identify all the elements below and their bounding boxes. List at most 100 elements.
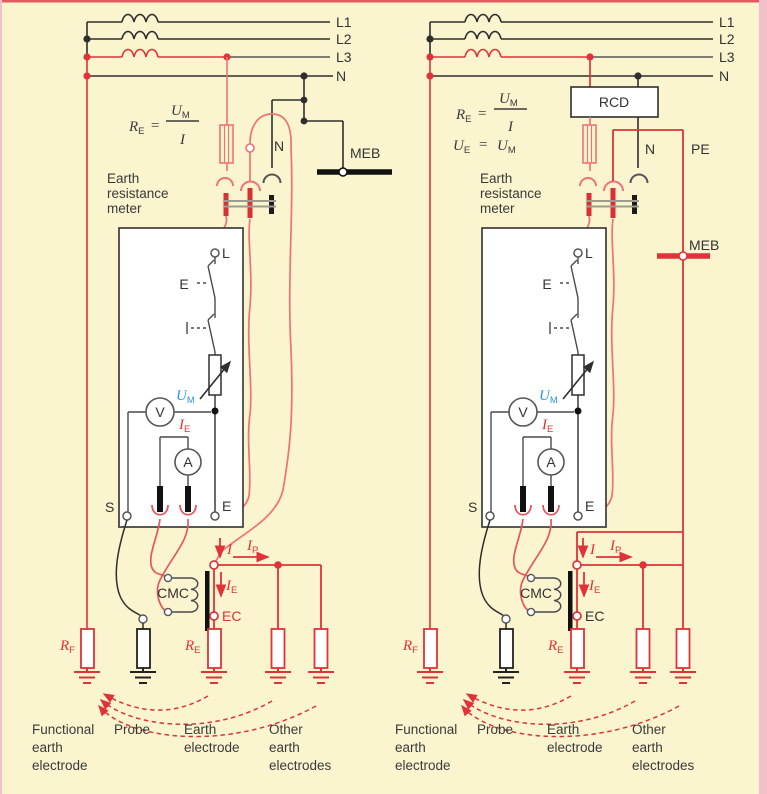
meter-title-line: meter (480, 201, 515, 216)
junction-dot (426, 35, 434, 43)
fuse-branch (579, 117, 624, 192)
cmc-terminal (163, 607, 173, 617)
cmc-coil-icon (190, 577, 199, 613)
meter-internals (127, 257, 216, 512)
l-terminal (210, 248, 220, 258)
e-terminal (210, 511, 220, 521)
cmc-core-bar (205, 571, 210, 631)
ec-terminal (572, 611, 582, 621)
caption-line: electrode (32, 758, 88, 773)
label-l2: L2 (336, 31, 352, 47)
junction-dot (83, 53, 91, 61)
voltmeter-icon (145, 397, 175, 427)
left-edge-strip (0, 0, 2, 794)
cmc-coil-icon (553, 577, 562, 613)
switch-e-label: E (542, 276, 551, 292)
plug-body (224, 200, 276, 208)
formula-ue: UE = UM (453, 137, 516, 156)
clamp-wire (149, 518, 166, 577)
label-n: N (719, 68, 729, 84)
clamp-socket-icon (179, 504, 197, 516)
supply-lines (86, 13, 333, 77)
junction-dot (211, 407, 219, 415)
formula-denominator: I (507, 119, 514, 135)
captions: Functional earth electrode Probe Earth e… (395, 722, 695, 773)
junction-dot (83, 35, 91, 43)
dashed-earth-path (102, 693, 209, 711)
variable-resistor-arrow (562, 360, 595, 400)
um-label: UM (539, 388, 558, 406)
coil-l3 (464, 48, 502, 58)
other-electrode-icon (270, 628, 286, 669)
socket-pe-contact-icon (603, 180, 624, 192)
junction-dot (574, 407, 582, 415)
e-terminal (573, 511, 583, 521)
rcd-label: RCD (599, 94, 629, 110)
other-electrode-icon (675, 628, 691, 669)
meb-terminal (678, 251, 688, 261)
clamp-socket-icon (514, 504, 532, 516)
formula-lhs: RE (455, 107, 472, 125)
caption-line: electrodes (269, 758, 332, 773)
formula-lhs: RE (128, 119, 145, 137)
meter-internals (490, 257, 579, 512)
plug-body (587, 200, 639, 208)
ammeter-label: A (183, 454, 193, 470)
rcd-box (570, 86, 659, 118)
label-l1: L1 (336, 14, 352, 30)
socket-n-label: N (274, 138, 284, 154)
switch-1-icon (207, 259, 216, 299)
plug-pin-phase (223, 193, 229, 216)
voltmeter-icon (508, 397, 538, 427)
switch-1-icon (570, 259, 579, 299)
l-terminal-label: L (222, 245, 230, 261)
meter-title-line: Earth (480, 171, 512, 186)
formula-re: RE = UM I (455, 91, 527, 135)
clamp-plug-pin (157, 486, 163, 512)
left-diagram: L1 L2 L3 N N MEB RE = UM I Earth resista… (32, 13, 392, 773)
ground-icon (670, 668, 696, 684)
pe-conductor (576, 129, 684, 565)
rf-label: RF (59, 638, 75, 656)
ec-label: EC (222, 608, 241, 624)
junction-dot (83, 72, 91, 80)
ammeter-icon (537, 448, 565, 476)
ip-label: IP (246, 538, 258, 556)
socket-neutral-contact-icon (262, 173, 282, 184)
other-electrode-icon (313, 628, 329, 669)
earth-current-paths (98, 693, 317, 738)
cmc-terminal (526, 607, 536, 617)
dashed-earth-path (461, 704, 680, 738)
dashed-earth-path (462, 699, 636, 725)
ie-flow-label: IE (225, 578, 237, 596)
cmc-core-bar (568, 571, 573, 631)
caption-line: earth (632, 740, 663, 755)
meb-label: MEB (350, 145, 380, 161)
junction-dot (274, 561, 282, 569)
rf-label: RF (402, 638, 418, 656)
caption-line: earth (395, 740, 426, 755)
caption-line: earth (32, 740, 63, 755)
coil-l1 (121, 13, 159, 23)
re-label: RE (547, 638, 564, 656)
coil-l2 (464, 30, 502, 40)
caption-line: Earth (184, 722, 216, 737)
meb-label: MEB (689, 237, 719, 253)
ground-icon (564, 668, 590, 684)
coil-l3 (121, 48, 159, 58)
electrodes (417, 614, 696, 684)
ground-icon (308, 668, 334, 684)
clamp-wire (512, 518, 529, 577)
electrodes (74, 614, 334, 684)
formula-equals: = (150, 118, 160, 134)
e-to-pin-wire (577, 218, 615, 517)
e-terminal-label: E (222, 498, 231, 514)
l-terminal-label: L (585, 245, 593, 261)
cmc-label: CMC (520, 585, 552, 601)
junction-dot (300, 117, 308, 125)
plug-pin-pe (610, 188, 616, 218)
probe-terminal (138, 614, 148, 624)
caption-line: Functional (32, 722, 94, 737)
meb-terminal (338, 167, 348, 177)
formula-equals: = (477, 106, 487, 122)
